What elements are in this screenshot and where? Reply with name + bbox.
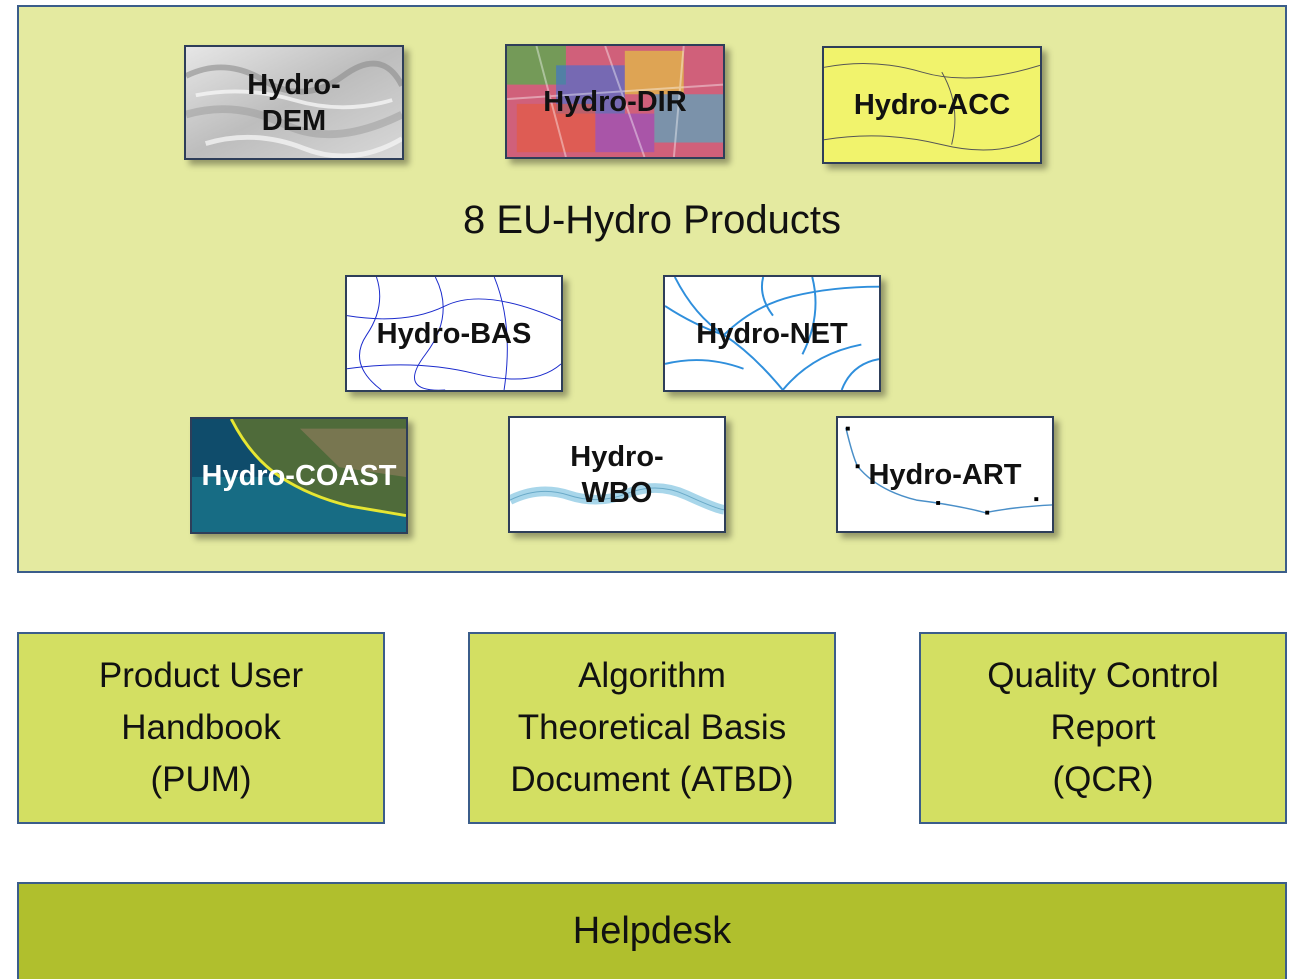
tile-label-line2: WBO — [581, 476, 653, 509]
tile-label-text: Hydro-DIR — [543, 85, 687, 118]
hillshade-thumbnail — [186, 47, 402, 158]
tile-label: Hydro-COAST — [192, 419, 406, 532]
tile-label-text: Hydro-BAS — [376, 317, 532, 350]
tile-hydro-dir: Hydro-DIR — [505, 44, 725, 159]
document-line2: Handbook — [121, 708, 281, 747]
coastline-thumbnail — [192, 419, 406, 532]
products-title: 8 EU-Hydro Products — [463, 198, 841, 242]
document-box-qcr: Quality Control Report (QCR) — [919, 632, 1287, 824]
flow-accumulation-thumbnail — [824, 48, 1040, 162]
tile-label-line2: DEM — [261, 104, 327, 137]
tile-hydro-bas: Hydro-BAS — [345, 275, 563, 392]
document-box-atbd: Algorithm Theoretical Basis Document (AT… — [468, 632, 836, 824]
tile-label: Hydro-ACC — [824, 48, 1040, 162]
document-line2: Theoretical Basis — [517, 708, 787, 747]
document-line3: (PUM) — [150, 760, 252, 799]
tile-label-line1: Hydro- — [247, 68, 341, 101]
tile-label-text: Hydro-COAST — [201, 459, 397, 492]
tile-label: Hydro-BAS — [347, 277, 561, 390]
artificial-waterways-thumbnail — [845, 426, 1052, 515]
document-line1: Algorithm — [578, 656, 726, 695]
tile-label: Hydro-DIR — [507, 46, 723, 157]
tile-hydro-wbo: Hydro- WBO — [508, 416, 726, 533]
tile-label: Hydro-ART — [838, 418, 1052, 531]
helpdesk-label: Helpdesk — [572, 910, 732, 952]
tile-hydro-dem: Hydro- DEM — [184, 45, 404, 160]
river-network-thumbnail — [665, 277, 879, 390]
tile-label: Hydro- WBO — [510, 418, 724, 531]
document-line3: Document (ATBD) — [510, 760, 794, 799]
tile-hydro-art: Hydro-ART — [836, 416, 1054, 533]
tile-label-text: Hydro-NET — [696, 317, 848, 350]
tile-hydro-coast: Hydro-COAST — [190, 417, 408, 534]
document-line2: Report — [1050, 708, 1156, 747]
tile-label-text: Hydro-ART — [868, 458, 1022, 491]
tile-label: Hydro-NET — [665, 277, 879, 390]
water-bodies-thumbnail — [510, 483, 724, 515]
tile-label-text: Hydro-ACC — [853, 89, 1011, 121]
tile-hydro-net: Hydro-NET — [663, 275, 881, 392]
document-line1: Product User — [98, 656, 304, 695]
basins-thumbnail — [347, 277, 561, 390]
tile-label: Hydro- DEM — [186, 47, 402, 158]
tile-hydro-acc: Hydro-ACC — [822, 46, 1042, 164]
tile-label-line1: Hydro- — [570, 440, 664, 473]
document-line1: Quality Control — [987, 656, 1219, 695]
helpdesk-box: Helpdesk — [17, 882, 1287, 979]
flow-direction-thumbnail — [507, 46, 723, 157]
document-line3: (QCR) — [1052, 760, 1154, 799]
document-box-pum: Product User Handbook (PUM) — [17, 632, 385, 824]
